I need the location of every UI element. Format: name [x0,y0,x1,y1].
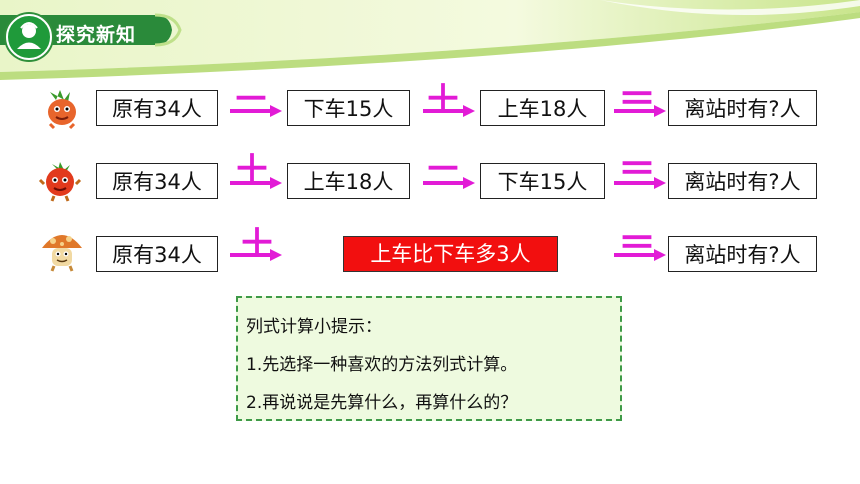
arrow-icon [230,105,282,117]
tips-line-2: 2.再说说是先算什么，再算什么的？ [246,393,518,413]
get-on-box: 上车18人 [480,90,605,126]
arrow-icon [614,105,666,117]
tips-line-1: 1.先选择一种喜欢的方法列式计算。 [246,355,518,375]
get-off-box: 下车15人 [287,90,410,126]
arrow-icon [423,177,475,189]
original-count-box: 原有34人 [96,163,218,199]
tips-title: 列式计算小提示： [246,317,382,337]
tips-panel: 列式计算小提示： 1.先选择一种喜欢的方法列式计算。 2.再说说是先算什么，再算… [236,296,622,421]
arrow-icon [423,105,475,117]
original-count-box: 原有34人 [96,236,218,272]
get-on-box: 上车18人 [287,163,410,199]
result-box: 离站时有?人 [668,236,817,272]
result-box: 离站时有?人 [668,90,817,126]
arrow-icon [230,177,282,189]
carrot-character-icon [48,90,76,130]
result-box: 离站时有?人 [668,163,817,199]
original-count-box: 原有34人 [96,90,218,126]
tomato-character-icon [38,162,82,202]
difference-highlight-box: 上车比下车多3人 [343,236,558,272]
arrow-icon [230,249,282,261]
get-off-box: 下车15人 [480,163,605,199]
page-title: 探究新知 [56,24,137,46]
header-banner [0,0,860,90]
mushroom-character-icon [42,235,82,272]
arrow-icon [614,177,666,189]
logo-icon [6,14,52,60]
arrow-icon [614,249,666,261]
